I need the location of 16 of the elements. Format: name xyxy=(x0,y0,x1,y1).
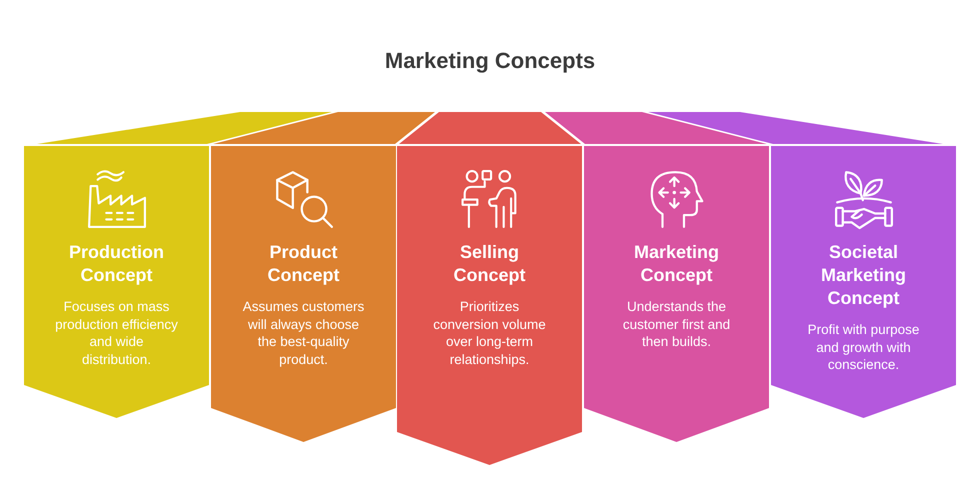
concept-banner xyxy=(771,146,956,418)
diagram-title: Marketing Concepts xyxy=(384,47,596,75)
concept-heading: Societal Marketing Concept xyxy=(820,241,906,310)
concept-banner xyxy=(24,146,209,418)
concept-description: Understands the customer first and then builds. xyxy=(622,298,732,350)
concept-heading: Product Concept xyxy=(268,241,340,287)
concept-banner xyxy=(211,146,396,442)
concept-heading: Marketing Concept xyxy=(634,241,720,287)
concept-description: Assumes customers will always choose the best-quality product. xyxy=(242,298,366,368)
concept-banner xyxy=(584,146,769,442)
concept-heading: Selling Concept xyxy=(454,241,526,287)
concept-description: Prioritizes conversion volume over long-term relationships. xyxy=(432,298,547,368)
concept-description: Focuses on mass production efficiency and wide distribution. xyxy=(54,298,179,368)
concept-banner xyxy=(397,146,582,465)
concept-heading: Production Concept xyxy=(69,241,164,287)
concept-description: Profit with purpose and growth with conscience. xyxy=(806,321,920,374)
